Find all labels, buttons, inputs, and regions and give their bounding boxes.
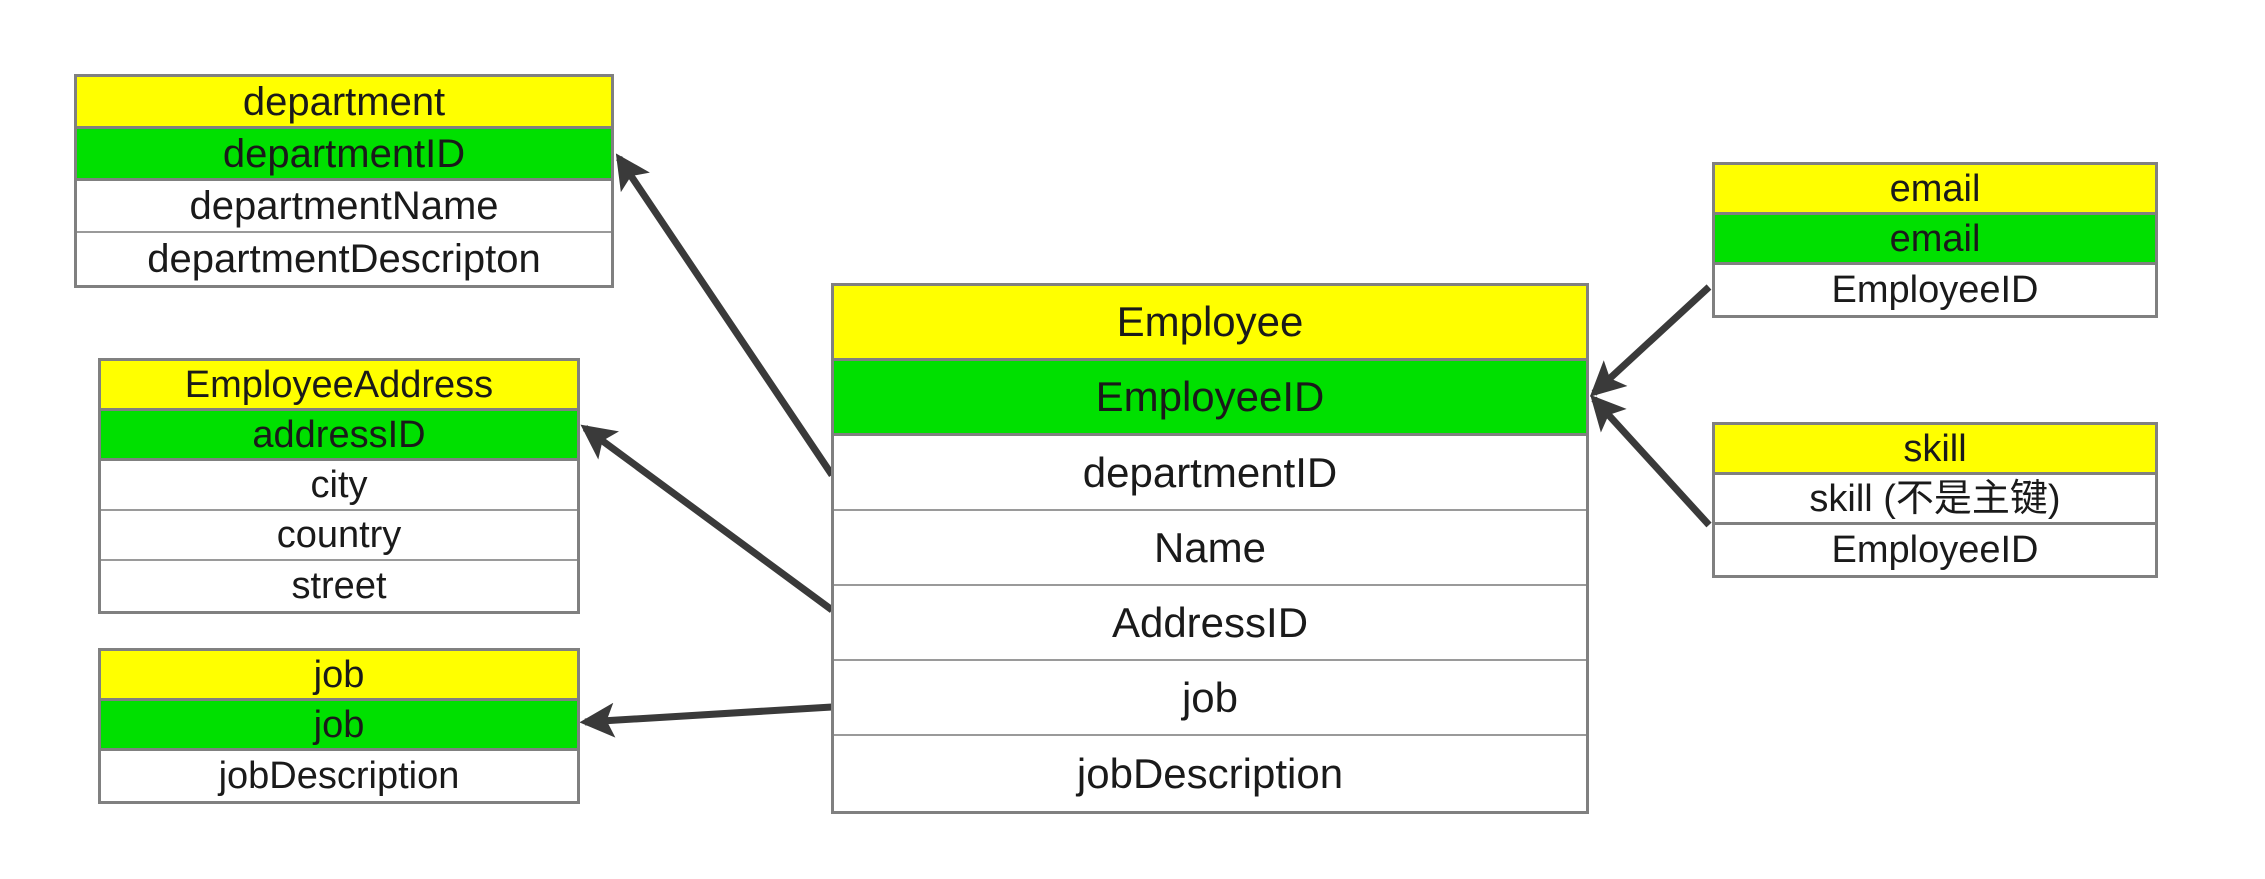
field-employee-2: departmentID [834, 436, 1586, 511]
field-employee-5: job [834, 661, 1586, 736]
field-job-2: jobDescription [101, 751, 577, 801]
relationship-arrow-employee-department [615, 153, 835, 477]
relationship-arrow-employee-employeeaddress [580, 424, 835, 613]
field-employeeaddress-2: city [101, 461, 577, 511]
field-skill-2: EmployeeID [1715, 525, 2155, 575]
entity-title-employee: Employee [834, 286, 1586, 361]
entity-title-employeeaddress: EmployeeAddress [101, 361, 577, 411]
field-employee-3: Name [834, 511, 1586, 586]
entity-title-skill: skill [1715, 425, 2155, 475]
field-employee-6: jobDescription [834, 736, 1586, 811]
field-employeeaddress-3: country [101, 511, 577, 561]
field-skill-1: skill (不是主键) [1715, 475, 2155, 525]
relationship-arrow-email-employee [1589, 284, 1712, 397]
field-department-3: departmentDescripton [77, 233, 611, 285]
relationship-arrow-skill-employee [1590, 394, 1712, 528]
entity-title-department: department [77, 77, 611, 129]
field-department-2: departmentName [77, 181, 611, 233]
field-email-2: EmployeeID [1715, 265, 2155, 315]
primary-key-field-employee: EmployeeID [834, 361, 1586, 436]
primary-key-field-email: email [1715, 215, 2155, 265]
entity-title-job: job [101, 651, 577, 701]
primary-key-field-job: job [101, 701, 577, 751]
field-employeeaddress-4: street [101, 561, 577, 611]
primary-key-field-employeeaddress: addressID [101, 411, 577, 461]
entity-title-email: email [1715, 165, 2155, 215]
relationship-arrow-employee-job [579, 702, 833, 738]
primary-key-field-department: departmentID [77, 129, 611, 181]
field-employee-4: AddressID [834, 586, 1586, 661]
